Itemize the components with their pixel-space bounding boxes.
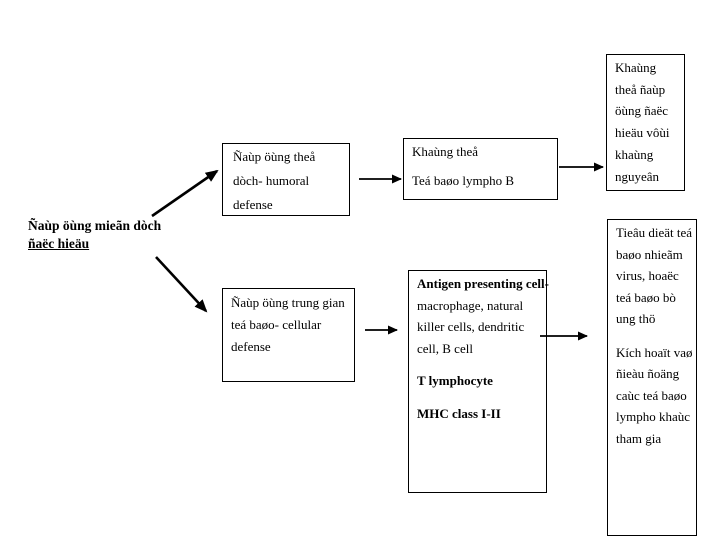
text-line: teá baøo bò <box>616 289 676 305</box>
text-line: hieäu vôùi <box>615 125 670 141</box>
text-line: theå ñaùp <box>615 81 666 97</box>
text-line: khaùng <box>615 146 654 162</box>
text-line: dòch- humoral <box>233 173 310 188</box>
text-line: virus, hoaëc <box>616 268 679 283</box>
apc-title: Antigen presenting cell- <box>417 276 549 291</box>
text-line: ñieàu ñoäng <box>616 366 680 381</box>
arrow-label-to-humoral <box>151 169 219 218</box>
text-line: Khaùng <box>615 60 657 75</box>
kill-box-paragraph-1: Tieâu dieät teá baøo nhieãm virus, hoaëc te… <box>616 222 694 330</box>
text-line: teá baøo- cellular <box>231 317 322 332</box>
text-line: cell, B cell <box>417 340 473 356</box>
antigen-presenting-cell-box: Antigen presenting cell- macrophage, nat… <box>408 270 549 493</box>
label-line-underlined: ñaëc hieäu <box>28 236 90 251</box>
text-line: Tieâu dieät teá <box>616 225 693 240</box>
text-line: tham gia <box>616 430 662 446</box>
text-line: defense <box>233 197 273 212</box>
text-line: caùc teá baøo <box>616 387 687 403</box>
text-line: defense <box>231 339 271 354</box>
text-line: macrophage, natural <box>417 297 524 313</box>
text-line: baøo nhieãm <box>616 246 683 262</box>
arrow-label-to-cellular <box>155 256 208 313</box>
cellular-defense-box: Ñaùp öùng trung gian teá baøo- cellular de… <box>222 288 355 382</box>
label-line: Ñaùp öùng mieãn dòch <box>28 218 162 233</box>
mhc-class-label: MHC class I-II <box>417 405 501 421</box>
kill-infected-cells-box: Tieâu dieät teá baøo nhieãm virus, hoaëc te… <box>607 219 697 536</box>
text-line: lympho khaùc <box>616 409 691 424</box>
kill-box-paragraph-2: Kích hoaït vaø ñieàu ñoäng caùc teá baøo ly… <box>616 342 694 450</box>
text-line: Ñaùp öùng theå <box>233 149 316 164</box>
t-lymphocyte-label: T lymphocyte <box>417 373 493 388</box>
antibody-box-line: Khaùng theå <box>412 144 479 159</box>
text-line: Ñaùp öùng trung gian <box>231 295 345 310</box>
text-line: Kích hoaït vaø <box>616 344 693 360</box>
antibody-box: Khaùng theå Teá baøo lympho B <box>403 138 558 200</box>
text-line: nguyeân <box>615 168 660 184</box>
apc-body: macrophage, natural killer cells, dendrit… <box>417 295 543 360</box>
text-line: ung thö <box>616 311 656 326</box>
specific-immune-response-label: Ñaùp öùng mieãn dòch ñaëc hieäu <box>28 217 178 253</box>
antibody-response-box: Khaùng theå ñaùp öùng ñaëc hieäu vôùi khaùng… <box>606 54 685 191</box>
text-line: killer cells, dendritic <box>417 319 525 334</box>
text-line: öùng ñaëc <box>615 103 669 119</box>
antibody-box-line: Teá baøo lympho B <box>412 173 514 188</box>
humoral-defense-box: Ñaùp öùng theå dòch- humoral defense <box>222 143 350 216</box>
